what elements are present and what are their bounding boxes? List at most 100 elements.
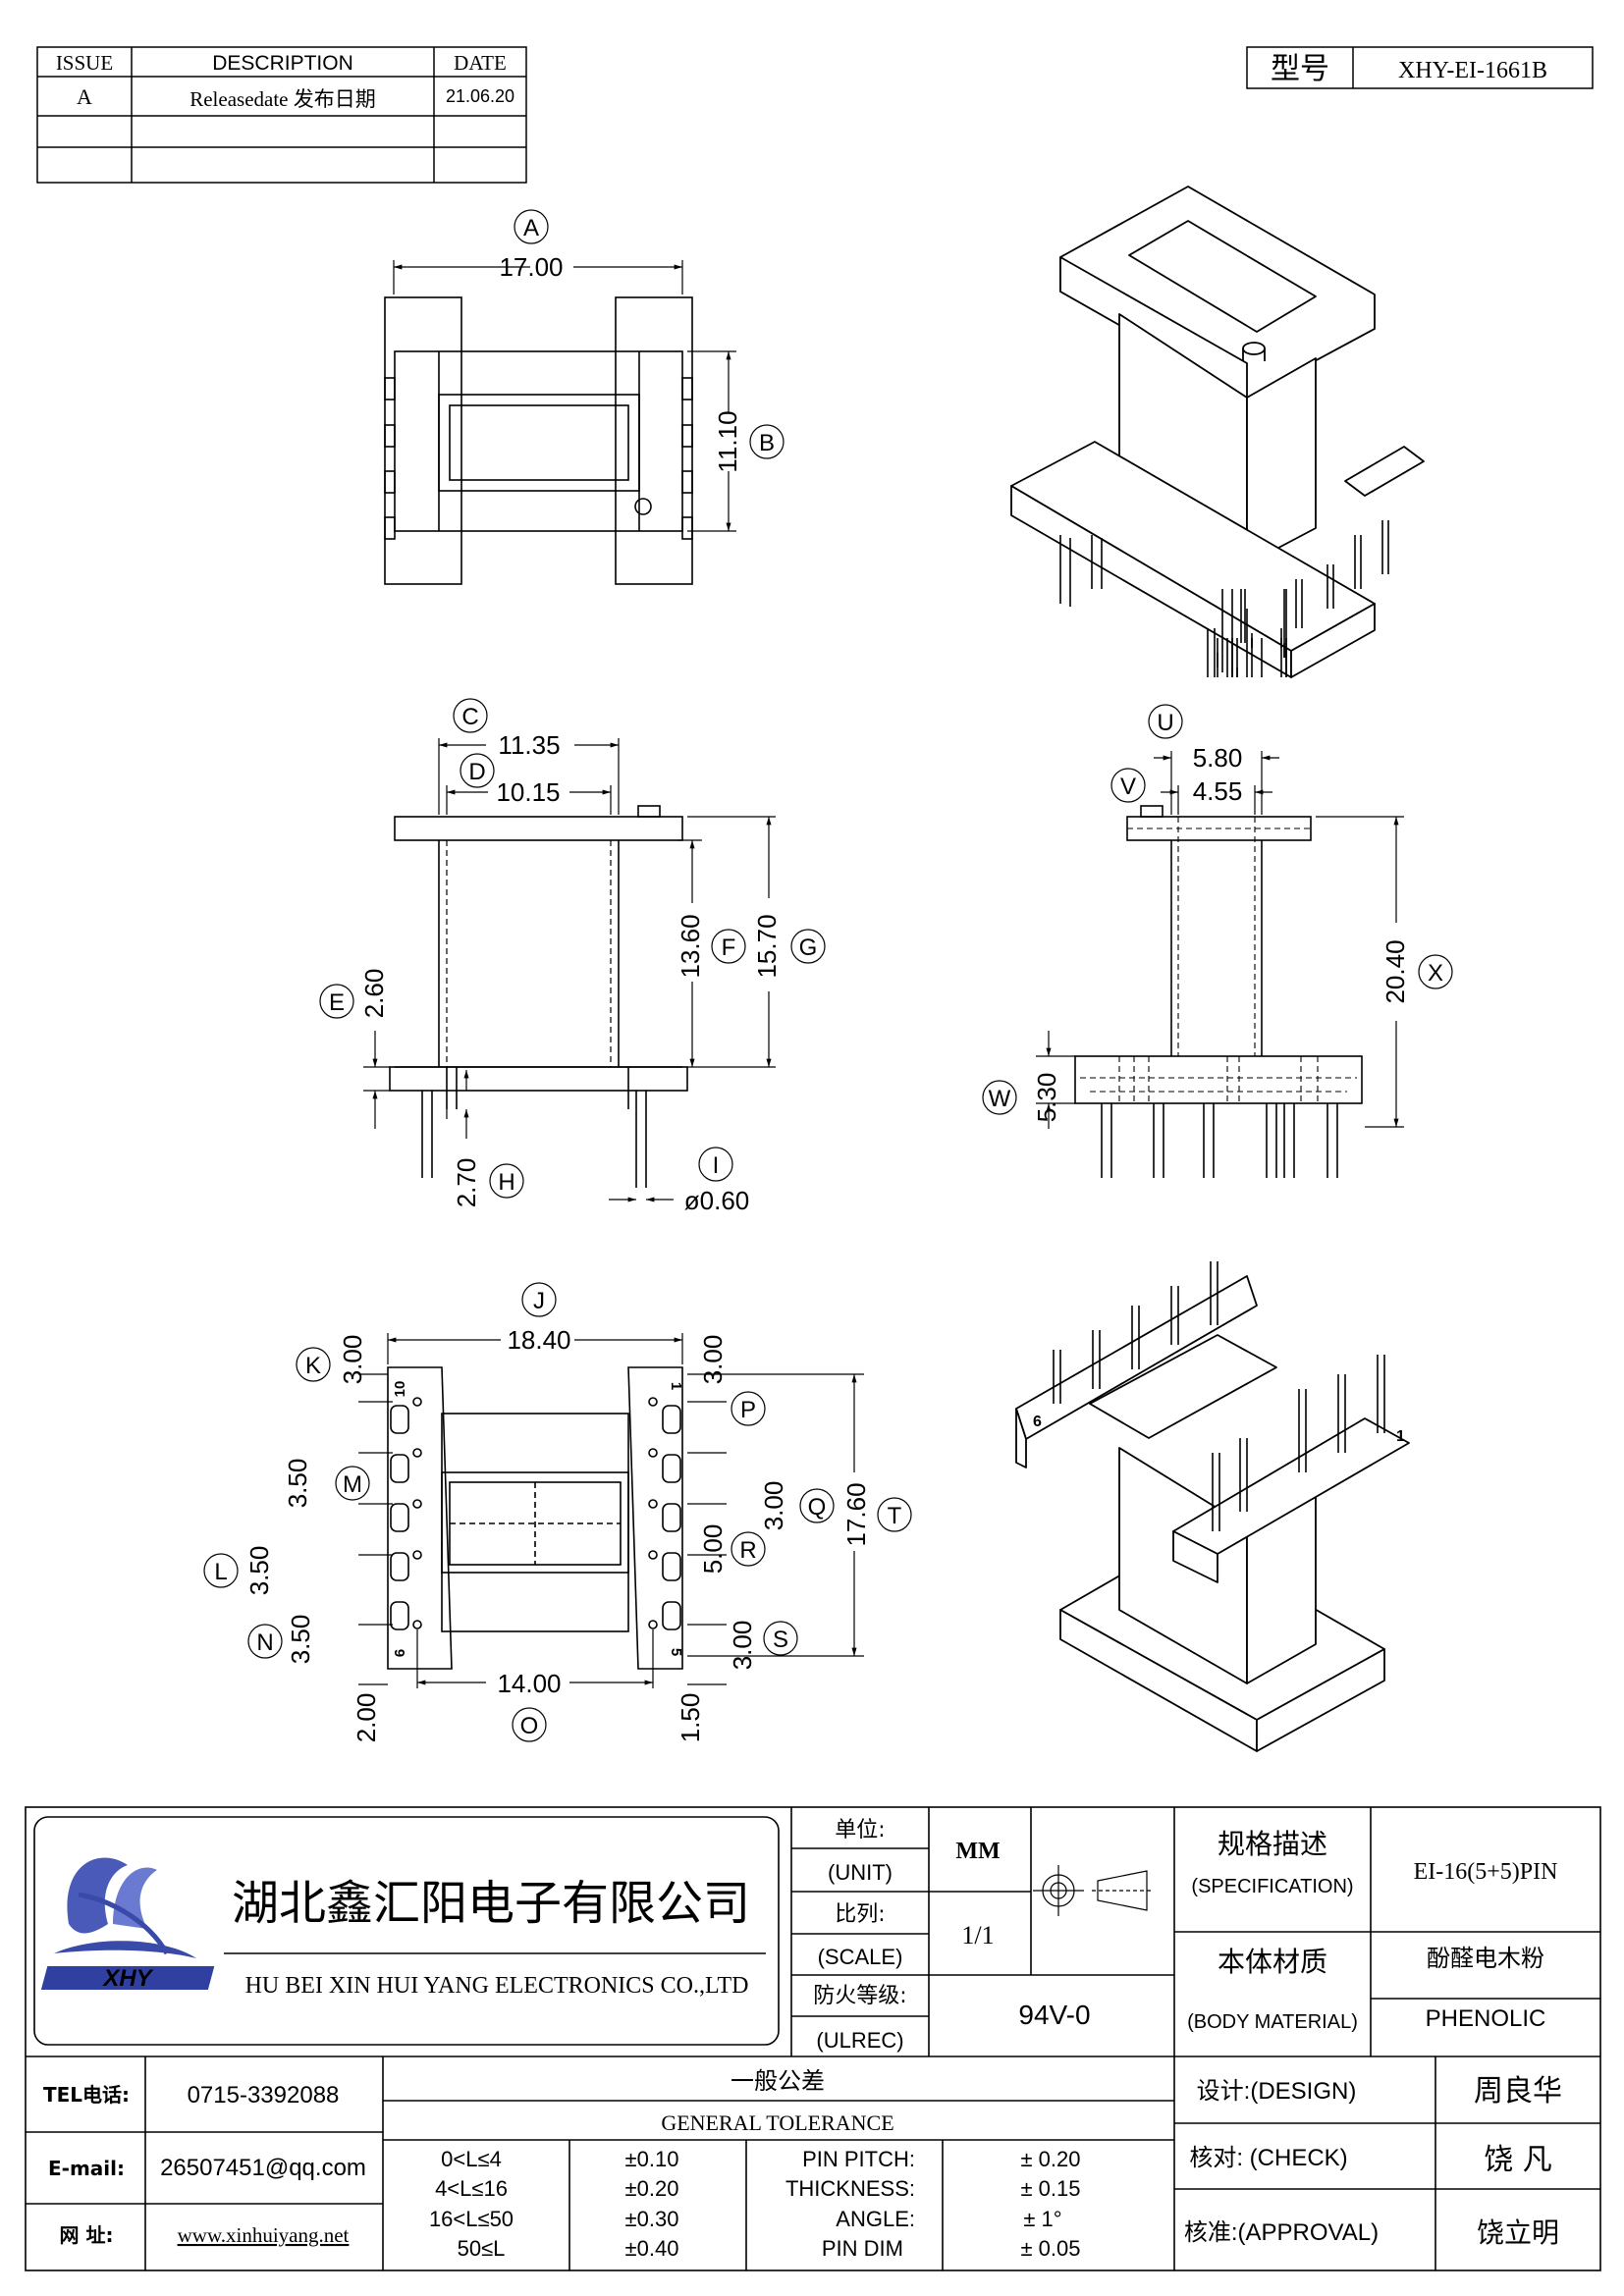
tel-value: 0715-3392088 [188,2082,340,2109]
dim-X-value: 20.40 [1380,939,1410,1003]
iso-view-top [1010,186,1425,678]
web-value: www.xinhuiyang.net [178,2223,350,2247]
dim-G-letter: G [799,934,818,961]
side-view [1074,805,1363,1178]
dim-K-value: 3.00 [338,1335,367,1385]
dim-I-value: ø0.60 [684,1186,750,1215]
pin-label-1: 1 [668,1382,684,1390]
dim-T-letter: T [888,1503,902,1529]
tol-range-2: 16<L≤50 [429,2207,514,2231]
dim-P-letter: P [740,1397,756,1423]
material-value-en: PHENOLIC [1426,2005,1546,2032]
unit-label-cn: 单位: [835,1818,885,1842]
dim-F-value: 13.60 [676,914,705,978]
projection-symbol-icon [1033,1865,1153,1916]
dim-V-value: 4.55 [1193,776,1243,806]
spec-label-en: (SPECIFICATION) [1191,1876,1353,1897]
dim-B-letter: B [759,430,775,456]
tol-value-2: ±0.30 [625,2207,679,2231]
check-label: 核对: (CHECK) [1189,2145,1347,2171]
revision-table [36,46,527,184]
dim-bottom-left-value: 2.00 [352,1693,381,1743]
dim-O-letter: O [520,1713,539,1739]
dim-T-value: 17.60 [841,1482,871,1546]
dim-R-value: 5.00 [698,1524,728,1575]
dim-E-letter: E [329,989,345,1016]
dim-B-value: 11.10 [713,410,742,472]
dim-M-value: 3.50 [283,1459,312,1509]
tolerance-title-en: GENERAL TOLERANCE [661,2110,893,2135]
dim-Q-letter: Q [808,1494,827,1521]
rev-header-issue: ISSUE [56,51,113,75]
dim-N-letter: N [256,1629,273,1656]
email-value: 26507451@qq.com [160,2155,366,2181]
front-view [389,805,688,1188]
tol-value-0: ±0.10 [625,2147,679,2171]
dim-S-letter: S [773,1627,788,1653]
tel-label: TEL电话: [43,2083,130,2107]
scale-value: 1/1 [961,1921,994,1949]
tol-other-value-0: ± 0.20 [1020,2147,1080,2171]
dim-U-letter: U [1157,710,1173,736]
logo-text: XHY [101,1965,153,1992]
fire-label-en: (ULREC) [816,2028,903,2053]
tol-other-name-1: THICKNESS: [785,2176,915,2201]
dim-N-value: 3.50 [286,1615,315,1665]
rev-issue: A [77,84,92,109]
dim-D-value: 10.15 [496,777,560,807]
dim-X-letter: X [1428,960,1443,987]
dim-G-value: 15.70 [752,914,782,978]
unit-label-en: (UNIT) [828,1860,893,1885]
design-label: 设计:(DESIGN) [1197,2078,1357,2105]
tolerance-title-cn: 一般公差 [731,2067,825,2095]
dim-F-letter: F [722,934,736,961]
rev-header-description: DESCRIPTION [212,52,353,75]
web-label: 网 址: [60,2223,114,2247]
company-logo [40,1857,215,1990]
dim-I-letter: I [713,1152,720,1179]
dim-H-value: 2.70 [452,1158,481,1208]
model-box [1246,46,1594,89]
spec-value: EI-16(5+5)PIN [1414,1859,1558,1885]
tol-other-value-1: ± 0.15 [1020,2176,1080,2201]
scale-label-cn: 比列: [835,1902,885,1927]
iso-pin-label-1: 1 [1396,1428,1405,1445]
iso-pin-label-6: 6 [1033,1414,1042,1430]
pin-label-5: 5 [668,1648,684,1656]
pin-label-10: 10 [392,1381,408,1398]
model-value: XHY-EI-1661B [1398,58,1547,83]
model-label: 型号 [1271,52,1329,86]
dim-U-value: 5.80 [1193,743,1243,773]
tol-range-1: 4<L≤16 [435,2176,508,2201]
company-name-en: HU BEI XIN HUI YANG ELECTRONICS CO.,LTD [245,1973,749,1999]
check-name: 饶 凡 [1484,2143,1552,2177]
dim-L-value: 3.50 [244,1546,274,1596]
dim-A-value: 17.00 [499,252,563,282]
rev-date: 21.06.20 [446,86,514,106]
fire-label-cn: 防火等级: [813,1984,906,2008]
approval-name: 饶立明 [1477,2216,1559,2249]
dim-O-value: 14.00 [497,1669,561,1698]
company-name-cn: 湖北鑫汇阳电子有限公司 [232,1876,750,1931]
tol-range-0: 0<L≤4 [441,2147,502,2171]
dim-J-letter: J [533,1288,545,1314]
unit-value: MM [955,1839,1000,1864]
tol-value-1: ±0.20 [625,2176,679,2201]
top-view [384,296,693,585]
title-block-frame [25,1806,1601,2271]
dim-W-letter: W [989,1086,1011,1112]
tol-other-value-3: ± 0.05 [1020,2236,1080,2261]
dim-C-value: 11.35 [498,730,560,760]
email-label: E-mail: [48,2157,125,2180]
dim-A-letter: A [523,215,539,241]
dim-J-value: 18.40 [507,1325,570,1355]
material-label-cn: 本体材质 [1218,1946,1327,1978]
fire-value: 94V-0 [1018,2000,1090,2030]
tol-value-3: ±0.40 [625,2236,679,2261]
dim-H-letter: H [498,1169,514,1196]
bottom-view [387,1366,683,1670]
dim-V-letter: V [1120,774,1136,800]
dim-D-letter: D [468,759,485,785]
dim-K-letter: K [305,1353,321,1379]
